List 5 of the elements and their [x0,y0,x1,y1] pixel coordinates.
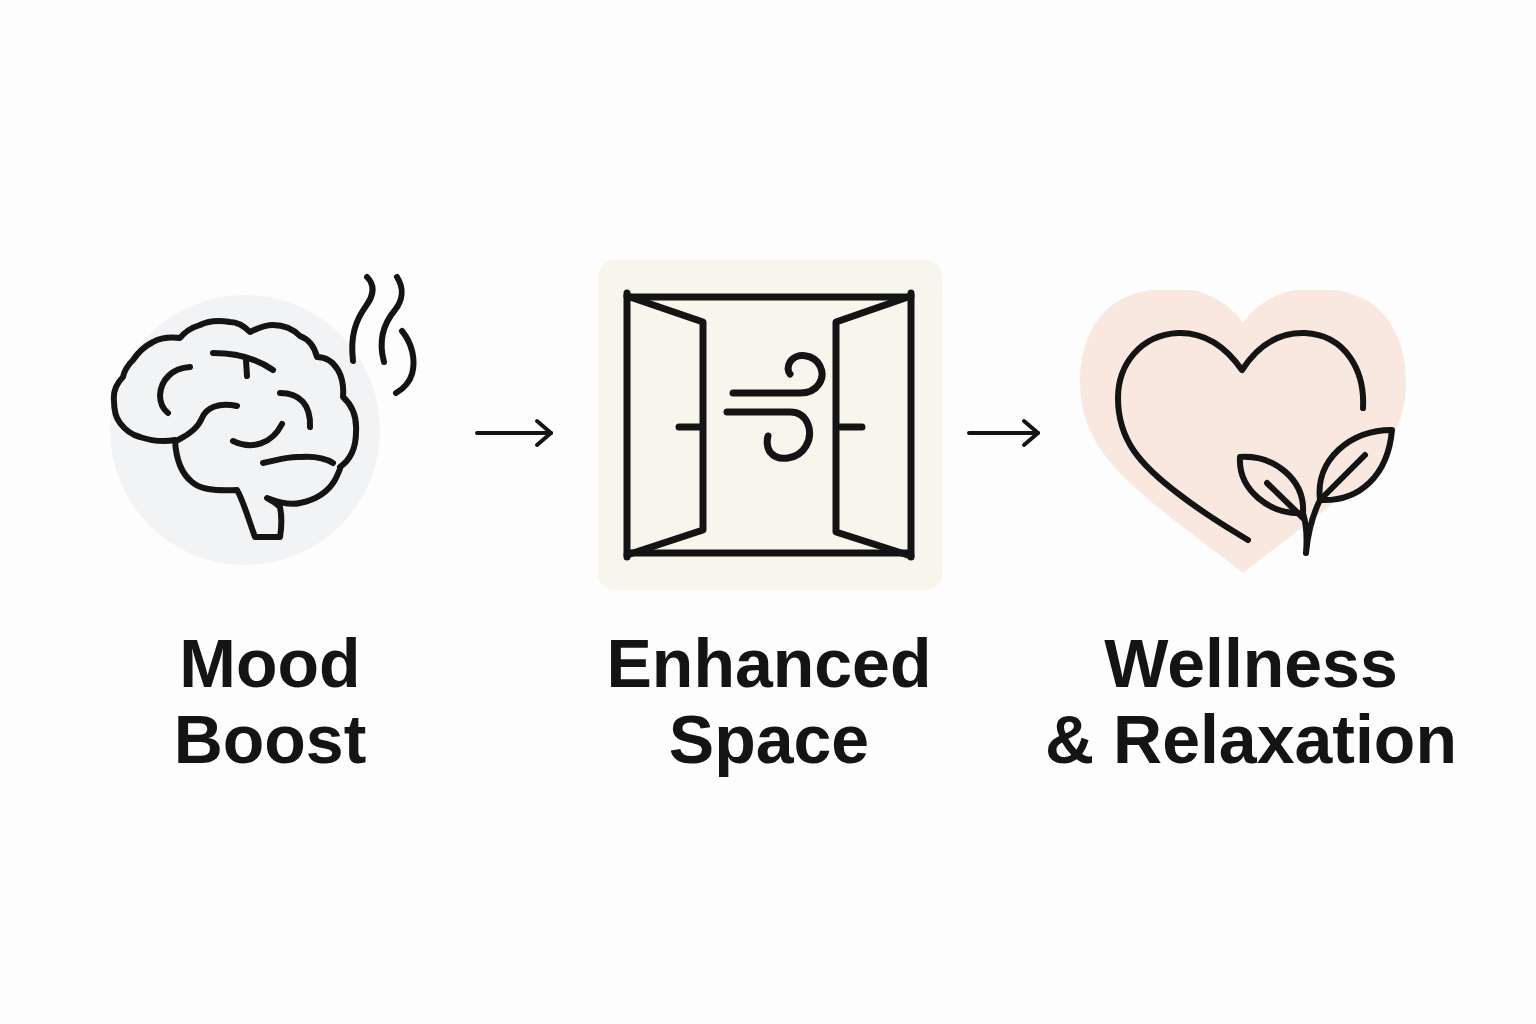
step-label: Enhanced Space [606,625,932,777]
step-label: Wellness & Relaxation [1045,625,1457,777]
arrow [475,419,553,447]
arrow [967,419,1040,447]
step-label: Mood Boost [173,625,367,777]
